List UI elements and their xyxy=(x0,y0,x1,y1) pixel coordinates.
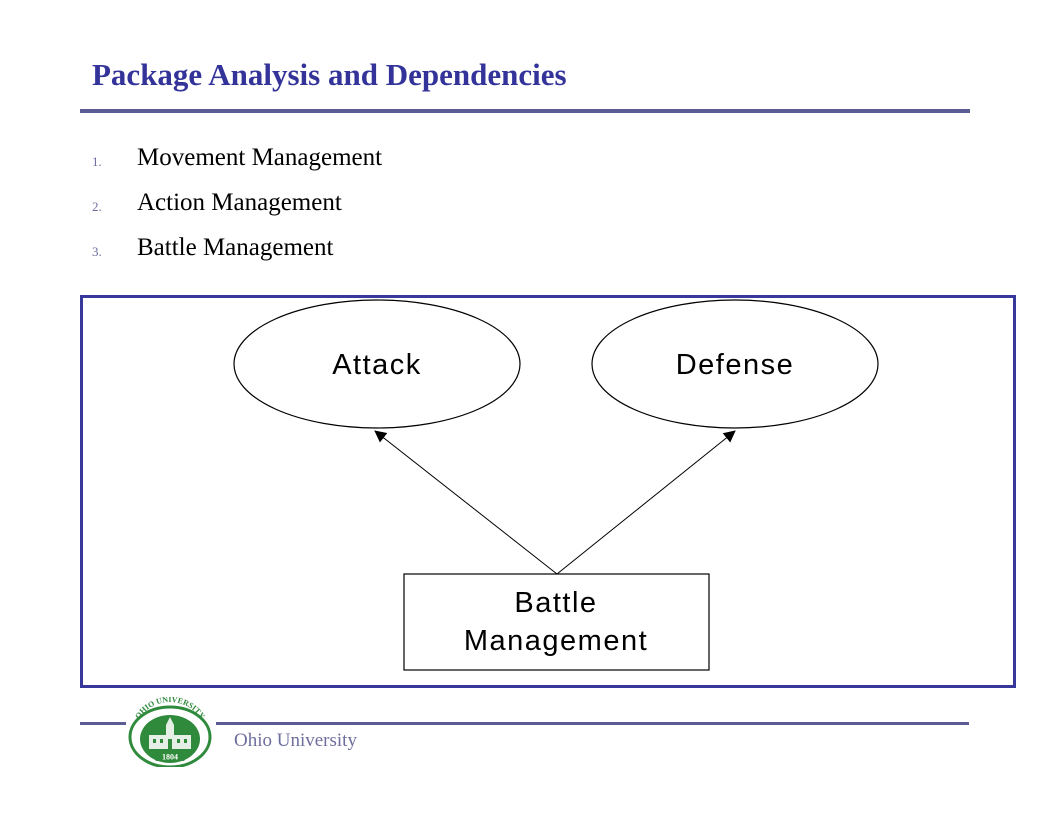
list-item-number: 3. xyxy=(92,244,102,259)
slide-title: Package Analysis and Dependencies xyxy=(92,57,567,92)
attack-package-node: Attack xyxy=(233,299,521,429)
footer-divider-right xyxy=(216,722,969,725)
list-item-label: Action Management xyxy=(137,189,342,216)
list-item-label: Movement Management xyxy=(137,144,383,171)
defense-label: Defense xyxy=(676,349,795,381)
attack-label: Attack xyxy=(332,349,422,381)
battle-management-package-node: Battle Management xyxy=(403,573,710,671)
footer-institution-name: Ohio University xyxy=(234,730,357,751)
battle-management-label-line2: Management xyxy=(464,625,648,657)
list-item-number: 2. xyxy=(92,199,102,214)
dependency-arrow-defense xyxy=(556,430,736,575)
battle-management-label-line1: Battle xyxy=(514,587,597,619)
list-item-number: 1. xyxy=(92,154,102,169)
footer-divider-left xyxy=(80,722,126,725)
ohio-university-seal-logo: OHIO UNIVERSITY 1804 xyxy=(128,697,212,767)
package-dependency-diagram: Attack Defense Battle Management xyxy=(80,295,1016,688)
list-item-label: Battle Management xyxy=(137,234,334,261)
title-divider xyxy=(80,109,970,113)
diagram-canvas: Attack Defense Battle Management xyxy=(233,299,879,671)
dependency-arrow-attack xyxy=(374,430,558,575)
svg-text:1804: 1804 xyxy=(162,753,178,762)
defense-package-node: Defense xyxy=(591,299,879,429)
